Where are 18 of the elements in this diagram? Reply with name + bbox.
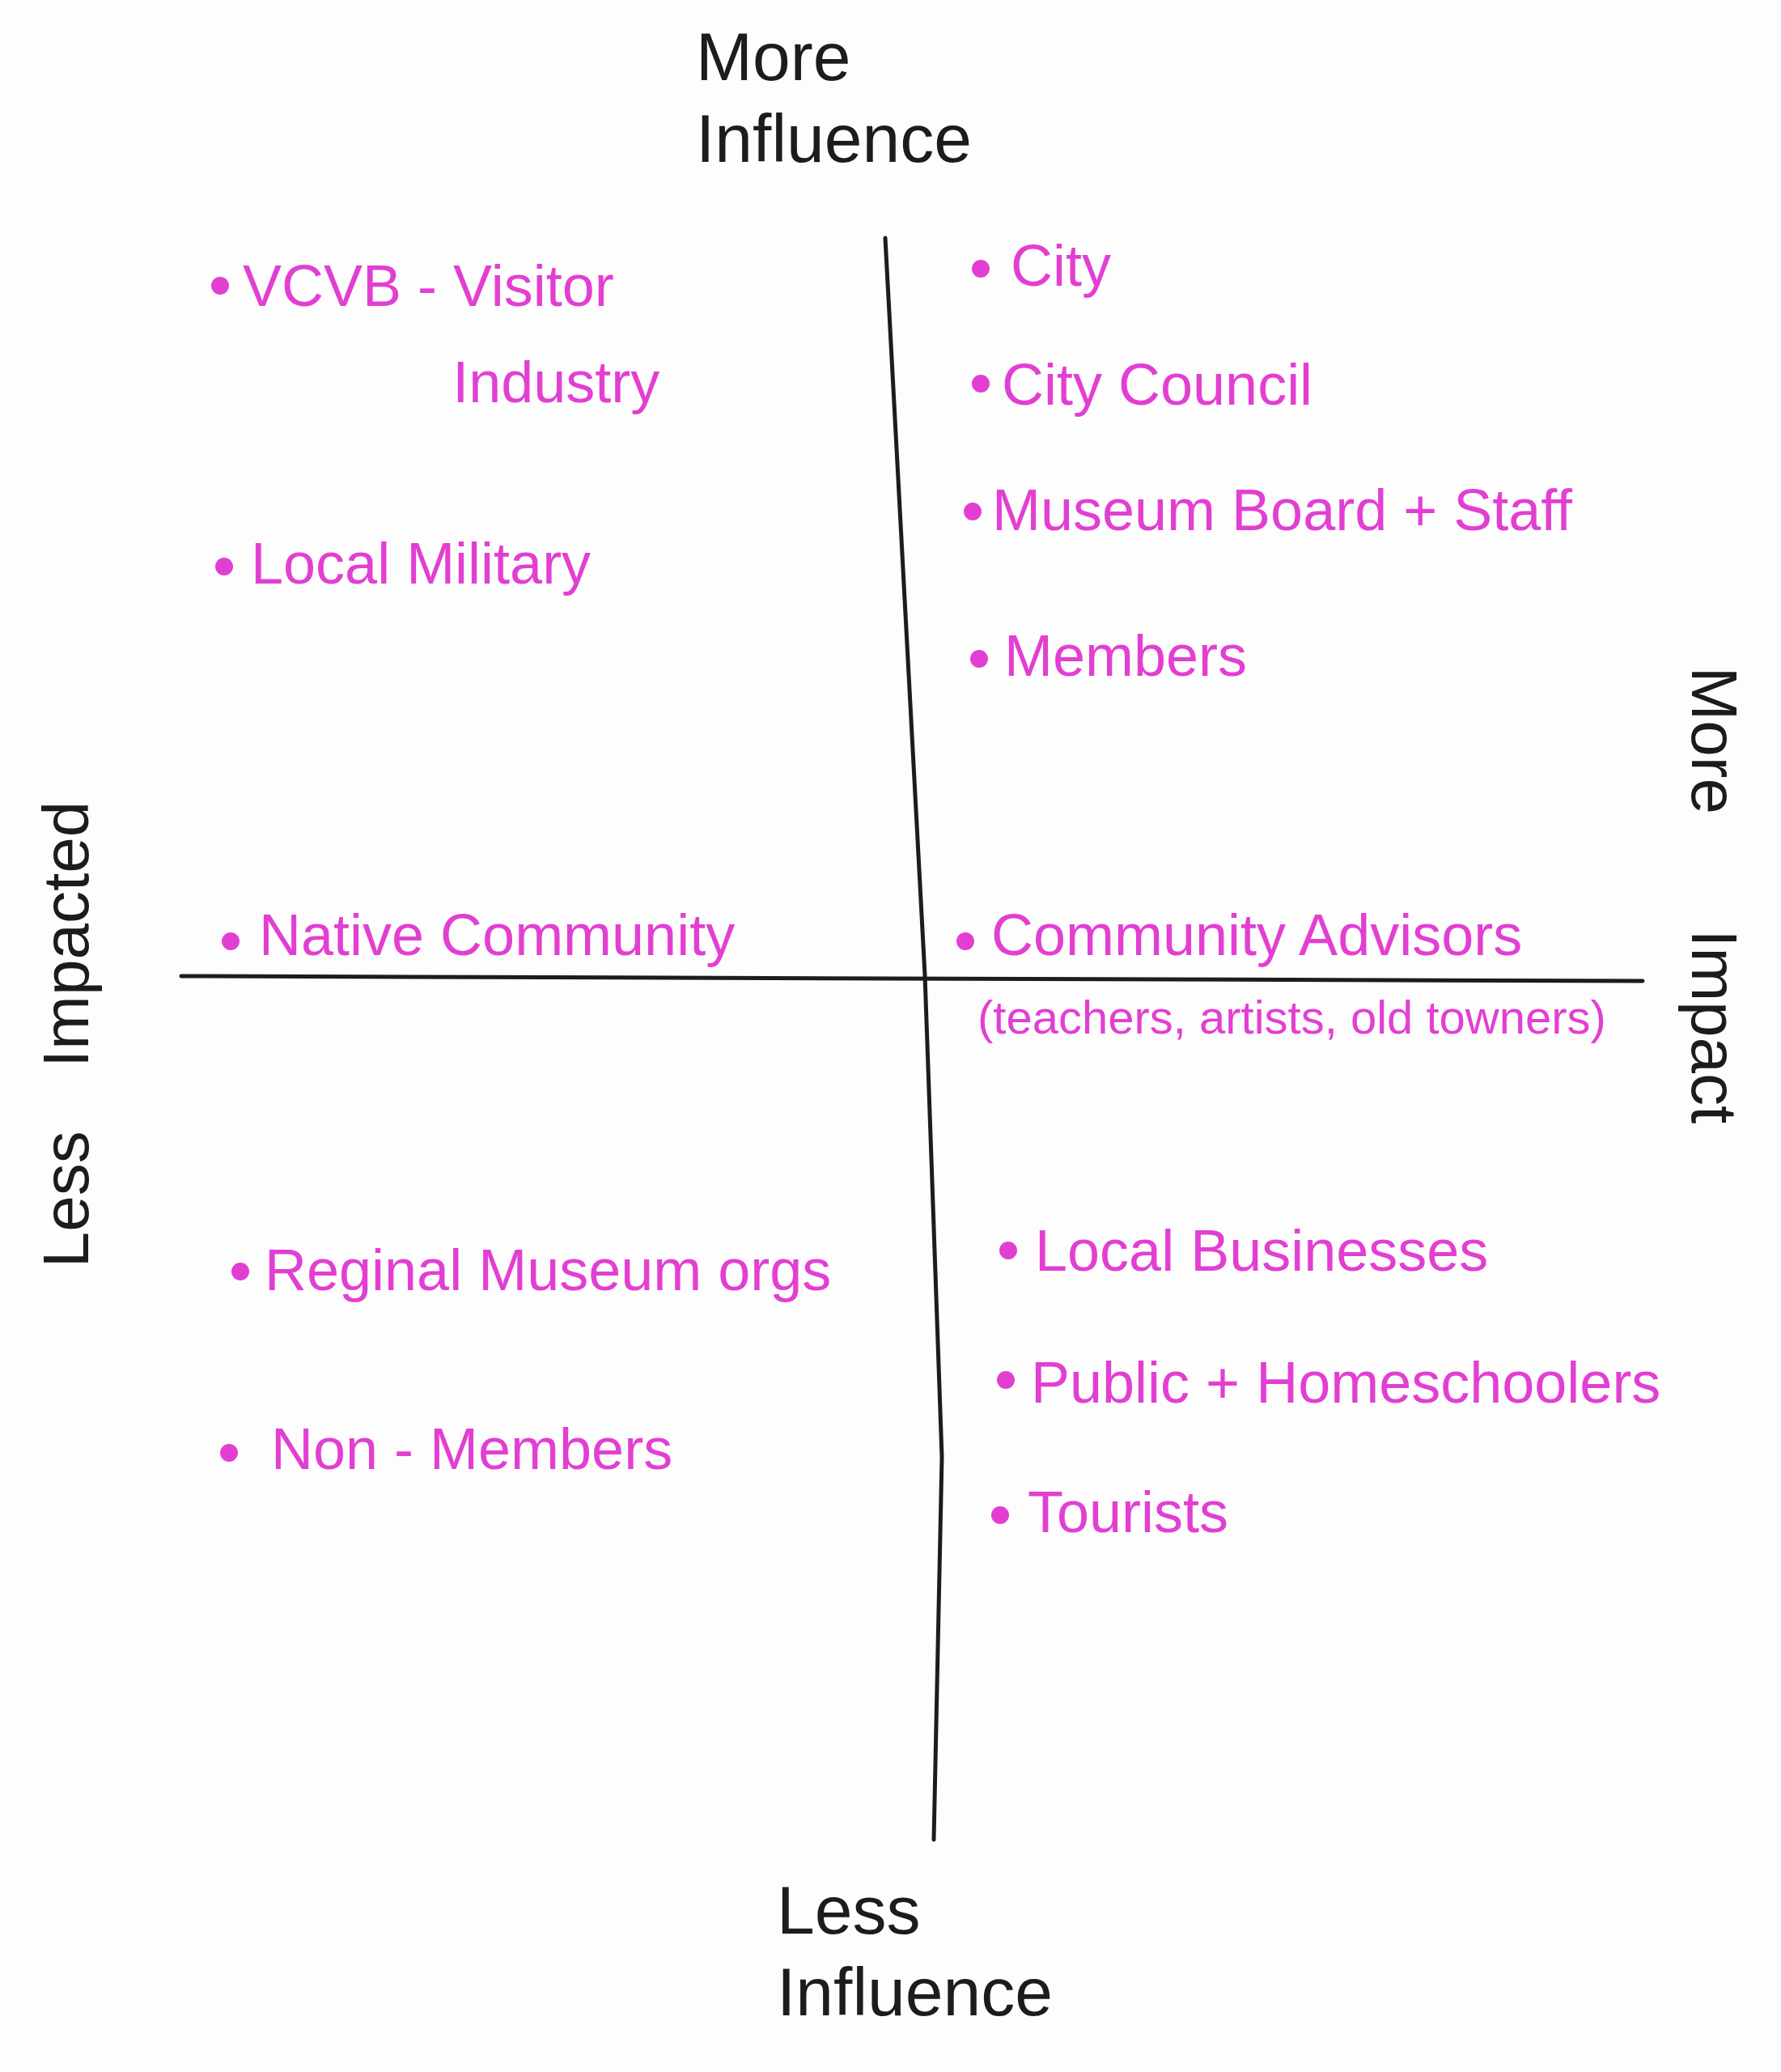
stakeholder-label: City Council: [1002, 351, 1313, 418]
stakeholder-label: Tourists: [1028, 1479, 1229, 1546]
stakeholder-label: Community Advisors: [991, 902, 1523, 969]
stakeholder-label: Local Businesses: [1035, 1217, 1489, 1284]
stakeholder-label: Museum Board + Staff: [992, 477, 1573, 544]
stakeholder-label: City: [1011, 232, 1111, 299]
axis-label: Less Impacted: [29, 800, 103, 1268]
stakeholder-label: Public + Homeschoolers: [1031, 1349, 1661, 1416]
stakeholder-label: VCVB - Visitor Industry: [243, 253, 661, 416]
stakeholder-label: Reginal Museum orgs: [265, 1237, 832, 1304]
stakeholder-label: Native Community: [259, 902, 736, 969]
axis-label: Less Influence: [777, 1871, 1053, 2032]
stakeholder-label: Local Military: [251, 530, 592, 597]
stakeholder-label: Non - Members: [271, 1416, 673, 1483]
stakeholder-label: Members: [1004, 622, 1248, 690]
axis-label: More Impact: [1677, 666, 1751, 1124]
axis-label: More Influence: [696, 18, 972, 178]
stakeholder-note: (teachers, artists, old towners): [977, 990, 1606, 1045]
